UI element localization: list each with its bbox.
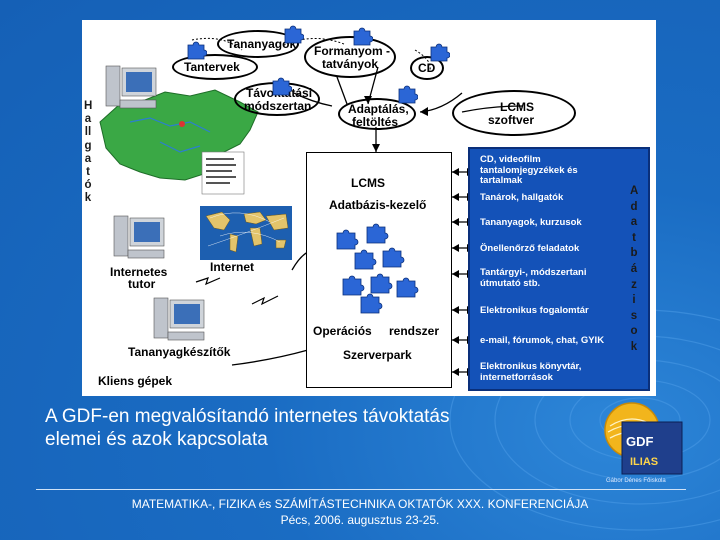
tananyagkeszitok-label: Tananyagkészítők bbox=[128, 345, 231, 359]
student-computer-icon bbox=[105, 65, 157, 109]
world-map bbox=[200, 206, 292, 260]
caption-line-2: elemei és azok kapcsolata bbox=[45, 429, 268, 450]
db-item-tantargyi: Tantárgyi-, módszertani útmutató stb. bbox=[480, 267, 650, 289]
lightning-icons bbox=[195, 277, 279, 306]
formanyomtatvanyok-label-1: Formanyom - bbox=[314, 44, 391, 58]
puzzle-icon bbox=[398, 85, 418, 104]
server-operacios-label: Operációs bbox=[313, 324, 372, 338]
lcms-szoftver-label-2: szoftver bbox=[488, 113, 535, 127]
gdf-ilias-logo: GDF ILIAS Gábor Dénes Főiskola bbox=[600, 398, 696, 484]
db-item-text: internetforrások bbox=[480, 371, 553, 383]
db-item-fogalomtar: Elektronikus fogalomtár bbox=[480, 305, 650, 317]
formanyomtatvanyok-oval: Formanyom - tatványok bbox=[304, 36, 396, 78]
caption-line-1: A GDF-en megvalósítandó internetes távok… bbox=[45, 406, 450, 427]
db-item-text: útmutató stb. bbox=[480, 277, 541, 289]
server-box: LCMS Adatbázis-kezelő Operációs rendszer… bbox=[306, 152, 452, 388]
tananyagok-oval: Tananyagok bbox=[217, 30, 299, 58]
tananyagok-label: Tananyagok bbox=[227, 37, 297, 51]
cd-label: CD bbox=[418, 61, 436, 75]
tantervek-label: Tantervek bbox=[184, 60, 240, 74]
tutor-computer-icon bbox=[113, 215, 165, 259]
puzzle-icon bbox=[272, 77, 292, 96]
db-item-text: CD, videofilm bbox=[480, 154, 541, 165]
db-item-tananyagok: Tananyagok, kurzusok bbox=[480, 217, 650, 229]
hungary-map bbox=[99, 89, 259, 181]
lcms-szoftver-label-1: LCMS bbox=[500, 100, 534, 114]
server-adatbazis-label: Adatbázis-kezelő bbox=[329, 198, 427, 212]
puzzle-icon bbox=[284, 25, 304, 44]
footer-line-2: Pécs, 2006. augusztus 23-25. bbox=[280, 513, 440, 527]
db-item-text: tartalmak bbox=[480, 175, 523, 186]
db-item-text: Elektronikus könyvtár, bbox=[480, 361, 582, 372]
logo-ilias-text: ILIAS bbox=[630, 456, 659, 468]
logo-graphic bbox=[604, 402, 683, 475]
db-item-text: Önellenőrző feladatok bbox=[480, 243, 580, 254]
internetes-tutor-label-1: Internetes bbox=[110, 265, 168, 279]
puzzle-cluster-icon bbox=[336, 223, 419, 314]
puzzle-icon bbox=[430, 43, 450, 62]
formanyomtatvanyok-label-2: tatványok bbox=[322, 57, 379, 71]
footer-line-1: MATEMATIKA-, FIZIKA és SZÁMÍTÁSTECHNIKA … bbox=[131, 497, 589, 511]
db-item-cd: CD, videofilm tantalomjegyzékek és tarta… bbox=[480, 154, 650, 187]
puzzle-icon bbox=[187, 41, 207, 60]
slide-footer: MATEMATIKA-, FIZIKA és SZÁMÍTÁSTECHNIKA … bbox=[40, 496, 680, 528]
footer-divider bbox=[36, 489, 686, 490]
server-lcms-label: LCMS bbox=[351, 176, 385, 190]
hallgatok-vertical-text: Hallgatók bbox=[84, 100, 93, 205]
cd-oval: CD bbox=[410, 56, 444, 80]
logo-sub-text: Gábor Dénes Főiskola bbox=[606, 478, 666, 484]
db-item-tanarok: Tanárok, hallgatók bbox=[480, 192, 650, 204]
db-item-email: e-mail, fórumok, chat, GYIK bbox=[480, 335, 650, 347]
internetes-tutor-label-2: tutor bbox=[128, 277, 156, 291]
adaptalas-label-1: Adaptálás, bbox=[348, 102, 409, 116]
lcms-szoftver-oval: LCMS szoftver bbox=[452, 90, 576, 136]
db-item-text: Tantárgyi-, módszertani bbox=[480, 267, 587, 278]
puzzle-icon bbox=[353, 27, 373, 46]
tantervek-oval: Tantervek bbox=[172, 54, 258, 80]
diagram-panel: Tananyagok Tantervek Formanyom - tatvány… bbox=[82, 20, 656, 396]
server-rendszer-label: rendszer bbox=[389, 324, 440, 338]
db-item-konyvtar: Elektronikus könyvtár, internetforrások bbox=[480, 361, 650, 383]
db-item-text: Tananyagok, kurzusok bbox=[480, 217, 582, 228]
db-item-text: Elektronikus fogalomtár bbox=[480, 305, 589, 316]
legend-box bbox=[201, 151, 245, 195]
slide-caption: A GDF-en megvalósítandó internetes távok… bbox=[45, 405, 450, 451]
db-item-text: tantalomjegyzékek és bbox=[480, 164, 578, 176]
kliens-gepek-label: Kliens gépek bbox=[98, 374, 173, 388]
db-item-text: Tanárok, hallgatók bbox=[480, 192, 564, 203]
database-panel: CD, videofilm tantalomjegyzékek és tarta… bbox=[468, 147, 650, 391]
internet-label: Internet bbox=[210, 260, 255, 274]
adaptalas-oval: Adaptálás, feltöltés bbox=[338, 98, 416, 130]
db-item-text: e-mail, fórumok, chat, GYIK bbox=[480, 335, 605, 346]
db-item-onellenorzo: Önellenőrző feladatok bbox=[480, 243, 650, 255]
server-szerverpark-label: Szerverpark bbox=[343, 348, 412, 362]
author-computer-icon bbox=[153, 297, 205, 341]
adatbazisok-vertical-label: Adatbázisok bbox=[630, 184, 642, 356]
hallgatok-vertical-label: Hallgatók bbox=[84, 100, 96, 206]
logo-gdf-text: GDF bbox=[626, 434, 654, 449]
modszertan-label-2: módszertan bbox=[244, 99, 312, 113]
adaptalas-label-2: feltöltés bbox=[352, 115, 399, 129]
adatbazisok-vertical-text: Adatbázisok bbox=[630, 185, 639, 353]
